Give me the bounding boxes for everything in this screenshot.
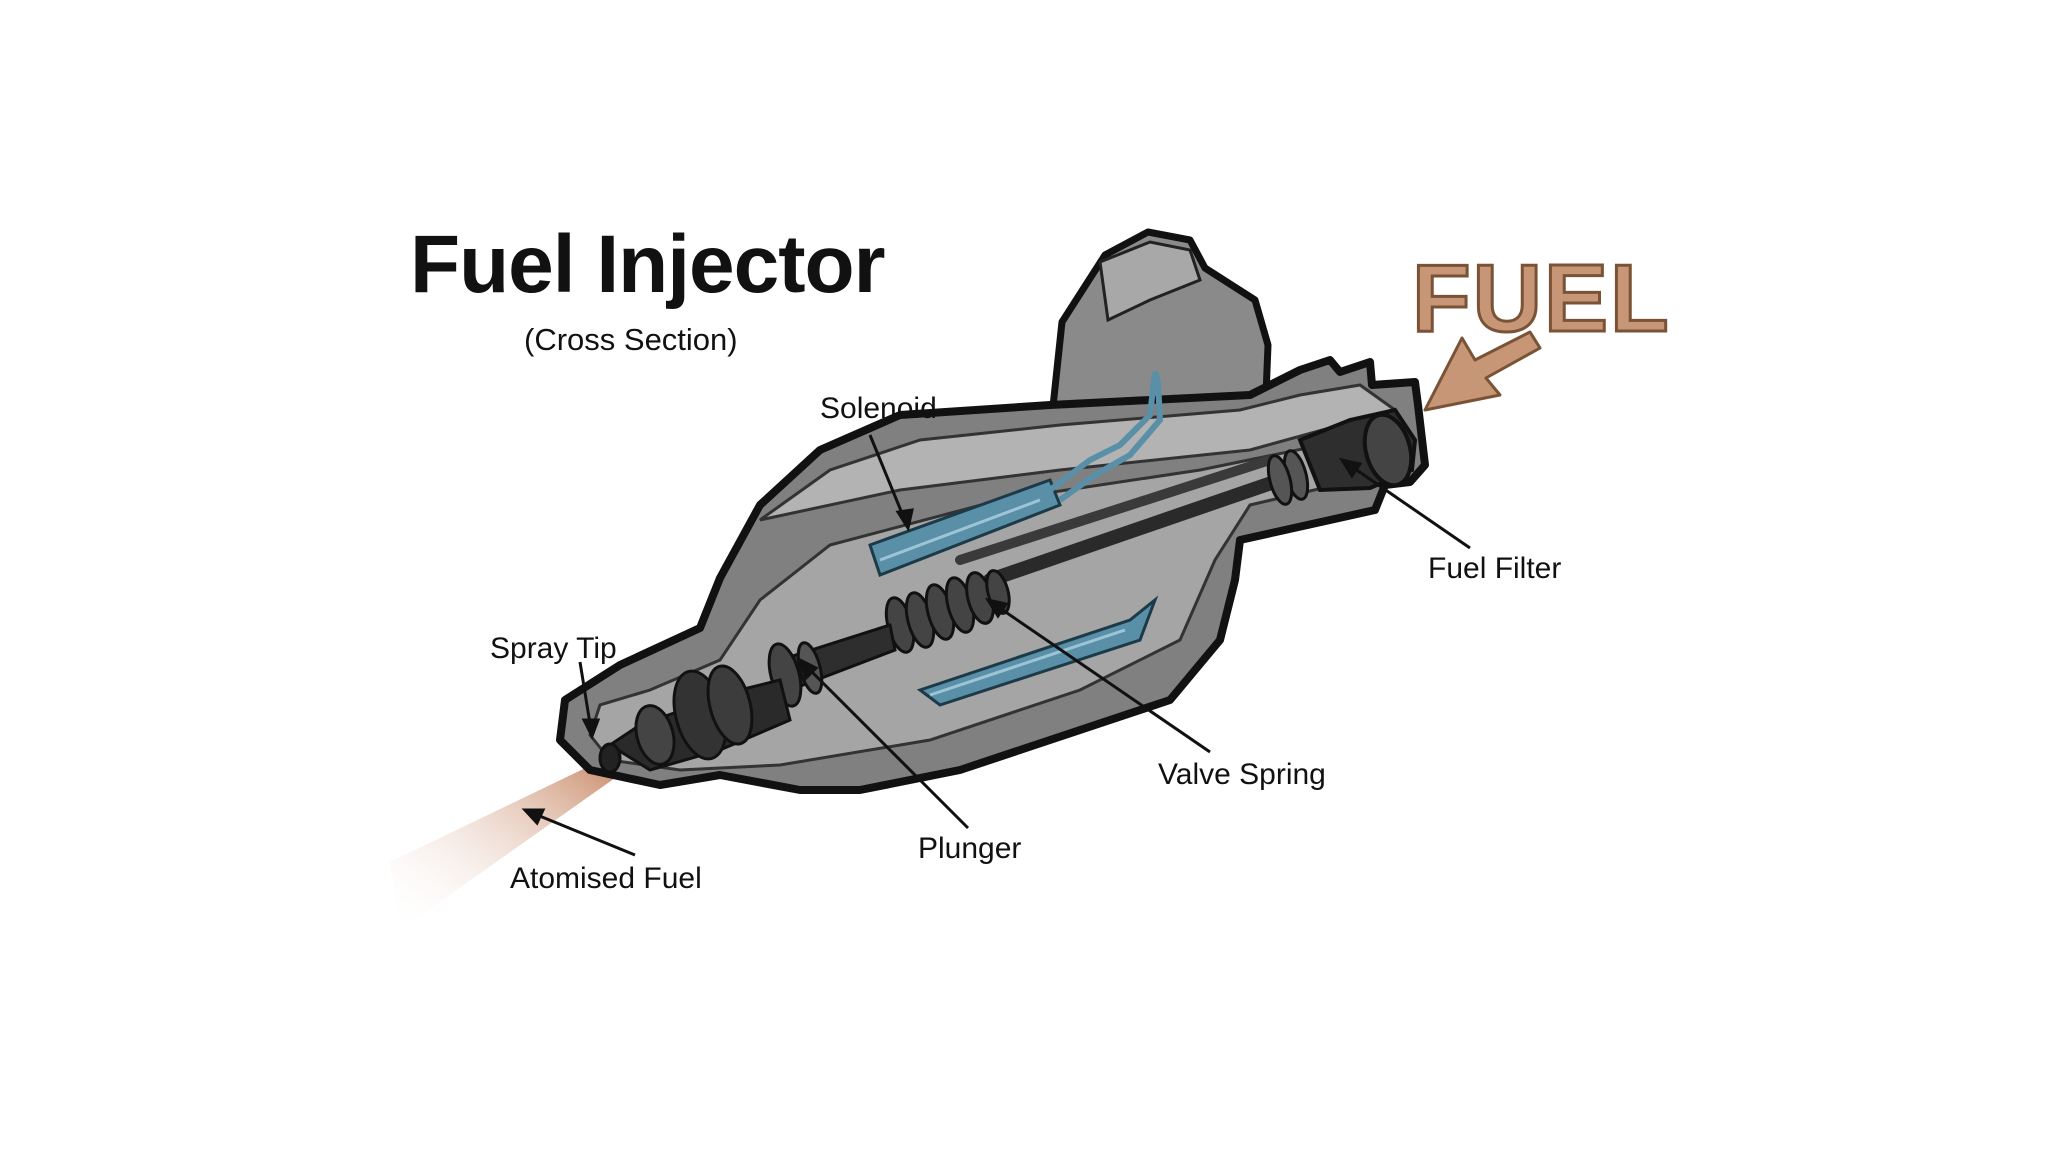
fuel-input-arrow <box>1423 330 1542 412</box>
spray-tip <box>598 664 792 774</box>
leader-plunger <box>798 658 970 830</box>
leader-valve-spring <box>987 598 1211 754</box>
diagram-title: Fuel Injector <box>410 219 886 310</box>
leader-fuel-filter <box>1341 458 1471 550</box>
label-plunger: Plunger <box>918 832 1022 865</box>
leader-atomised-fuel <box>524 808 636 857</box>
label-fuel-filter: Fuel Filter <box>1428 552 1562 585</box>
atomised-fuel-spray <box>390 760 615 930</box>
label-spray-tip: Spray Tip <box>490 632 617 665</box>
label-solenoid: Solenoid <box>820 392 937 425</box>
fuel-input-label: FUEL <box>1411 244 1671 354</box>
label-atomised-fuel: Atomised Fuel <box>510 862 702 895</box>
label-valve-spring: Valve Spring <box>1158 758 1326 791</box>
valve-spring <box>884 569 1011 654</box>
diagram-subtitle: (Cross Section) <box>524 322 738 357</box>
fuel-filter <box>1266 407 1418 506</box>
